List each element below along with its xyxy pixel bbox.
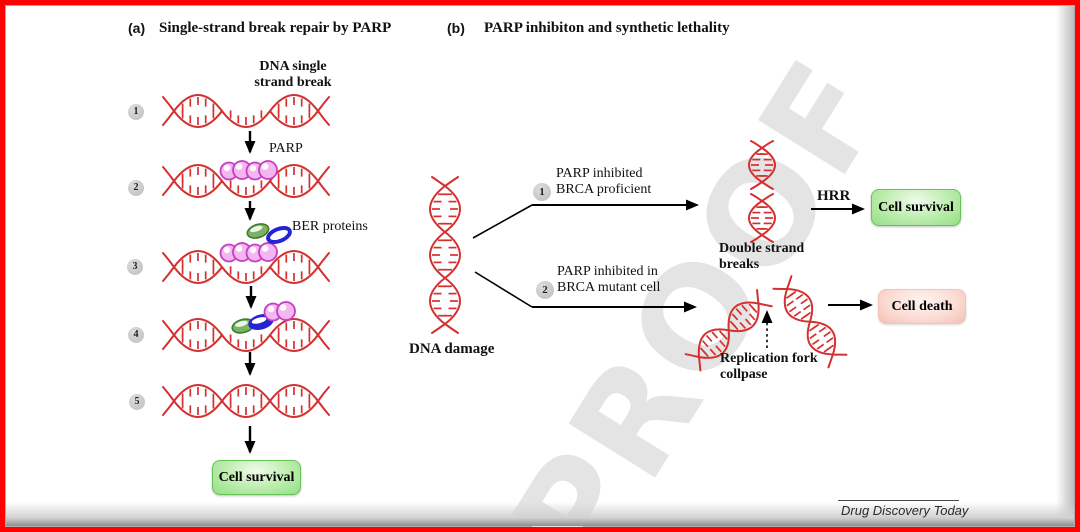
- dna-helix-step-2: [162, 164, 330, 198]
- parp-blobs-step3-left: [219, 242, 252, 263]
- journal-rule: [838, 500, 959, 501]
- cell-survival-box-b: Cell survival: [871, 189, 961, 226]
- panel-a-title: Single-strand break repair by PARP: [159, 20, 392, 36]
- ber-green-step4: [231, 318, 255, 334]
- branch1-label: PARP inhibited BRCA proficient: [556, 166, 651, 198]
- parp-label: PARP: [269, 141, 303, 156]
- step-circle-1: 1: [128, 104, 144, 120]
- step-circle-5: 5: [129, 394, 145, 410]
- dsb-label-line2: breaks: [719, 257, 760, 272]
- dsb-helix-bottom: [748, 193, 776, 243]
- panel-a-tag: (a): [128, 20, 146, 36]
- panel-b-tag: (b): [447, 20, 465, 36]
- parp-blobs-step4-leaving: [263, 301, 296, 322]
- step-circle-2: 2: [128, 180, 144, 196]
- diagram-canvas: [162, 94, 873, 454]
- parp-blobs-step2-right: [245, 160, 278, 181]
- hrr-label: HRR: [817, 188, 851, 204]
- page-edge-shading-right: [1056, 6, 1074, 526]
- branch1-line1: PARP inhibited: [556, 166, 643, 181]
- ber-proteins-label: BER proteins: [292, 219, 368, 234]
- dsb-label-line1: Double strand: [719, 241, 805, 256]
- branch2-diagonal: [474, 271, 533, 308]
- dna-helix-step-3: [162, 250, 330, 284]
- branch1-diagonal: [472, 204, 533, 239]
- page-edge-shading-bottom: [6, 502, 1074, 526]
- dsb-helix-top: [748, 140, 776, 190]
- dna-helix-step-1: [162, 94, 330, 128]
- ssb-label: DNA single strand break: [248, 59, 338, 91]
- cell-death-box: Cell death: [878, 289, 966, 324]
- branch-circle-1: 1: [533, 183, 551, 201]
- parp-blobs-step2-left: [219, 160, 252, 181]
- step-circle-3: 3: [127, 259, 143, 275]
- ssb-label-line1: DNA single: [259, 59, 327, 74]
- ssb-label-line2: strand break: [254, 75, 332, 90]
- branch2-line1: PARP inhibited in: [557, 264, 658, 279]
- dna-helix-step-5: [162, 384, 330, 418]
- panel-b-title: PARP inhibiton and synthetic lethality: [484, 20, 730, 36]
- branch-circle-2: 2: [536, 281, 554, 299]
- fork-fragment-left: [684, 288, 773, 372]
- dsb-label: Double strand breaks: [719, 241, 804, 273]
- fork-label-line2: collpase: [720, 367, 768, 382]
- step-circle-4: 4: [128, 327, 144, 343]
- branch2-label: PARP inhibited in BRCA mutant cell: [557, 264, 660, 296]
- dna-damage-helix: [429, 176, 461, 334]
- fork-collapse-label: Replication fork collpase: [720, 351, 818, 383]
- dna-damage-label: DNA damage: [409, 341, 495, 357]
- branch1-line2: BRCA proficient: [556, 182, 652, 197]
- fork-label-line1: Replication fork: [720, 351, 818, 366]
- journal-name: Drug Discovery Today: [841, 503, 969, 518]
- ber-blue-step3: [266, 225, 292, 245]
- parp-blobs-step3-right: [245, 242, 278, 263]
- fork-fragment-right: [772, 275, 848, 369]
- ber-green-step3: [246, 223, 270, 239]
- cell-survival-box-a: Cell survival: [212, 460, 301, 495]
- bran2-line2: BRCA mutant cell: [557, 280, 661, 295]
- dna-helix-step-4: [162, 318, 330, 352]
